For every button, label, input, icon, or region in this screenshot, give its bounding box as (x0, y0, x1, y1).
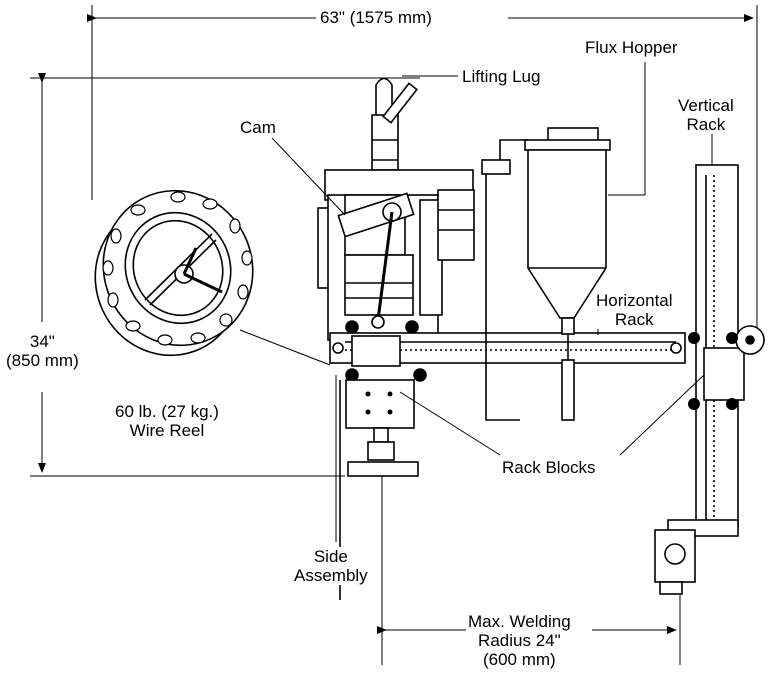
wire-reel-label: 60 lb. (27 kg.) Wire Reel (113, 402, 221, 440)
flux-hopper-label: Flux Hopper (583, 38, 680, 57)
horizontal-rack-line2: Rack (614, 310, 654, 329)
wire-reel-line2: Wire Reel (129, 421, 205, 440)
dimension-lines (30, 5, 758, 665)
wire-reel-line1: 60 lb. (27 kg.) (115, 402, 219, 421)
overall-height-line2: (850 mm) (6, 351, 79, 370)
side-assembly-line2: Assembly (294, 566, 368, 585)
welding-radius-line2: Radius 24" (478, 631, 561, 650)
vertical-rack-line2: Rack (686, 115, 726, 134)
vertical-rack (654, 164, 765, 595)
vertical-rack-label: Vertical Rack (676, 96, 736, 134)
lower-block (339, 379, 419, 600)
lifting-lug-label: Lifting Lug (460, 67, 543, 86)
cam-label: Cam (238, 118, 278, 137)
lifting-lug (371, 77, 418, 171)
callout-leaders (239, 62, 713, 542)
side-assembly-line1: Side (313, 547, 348, 566)
rack-blocks-label: Rack Blocks (500, 458, 598, 477)
welding-radius-line3: (600 mm) (482, 650, 556, 669)
horizontal-rack-label: Horizontal Rack (594, 291, 675, 329)
overall-height-line1: 34" (29, 332, 55, 351)
flux-hopper (481, 127, 611, 421)
horizontal-rack (329, 320, 686, 382)
wire-reel (94, 189, 254, 357)
horizontal-rack-line1: Horizontal (596, 291, 673, 310)
welding-radius-label: Max. Welding Radius 24" (600 mm) (466, 612, 573, 669)
vertical-rack-line1: Vertical (678, 96, 734, 115)
welding-radius-line1: Max. Welding (468, 612, 571, 631)
overall-width-label: 63" (1575 mm) (318, 8, 434, 27)
side-assembly-label: Side Assembly (292, 547, 370, 585)
head-assembly (317, 169, 475, 341)
overall-height-label: 34" (850 mm) (4, 332, 81, 370)
